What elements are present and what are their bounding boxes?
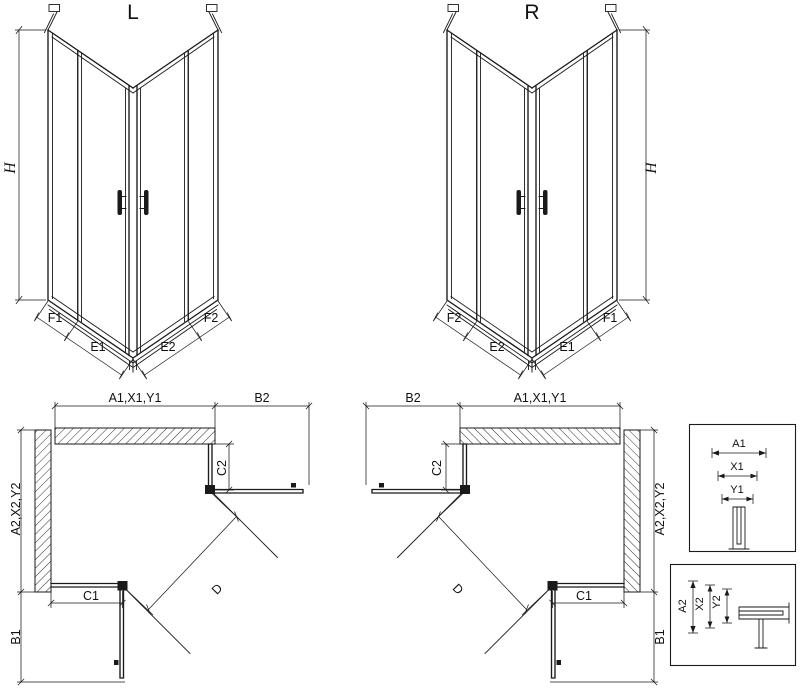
detail-label-y2: Y2: [711, 595, 723, 608]
dim-label-d: D: [450, 581, 466, 597]
dim-label-e2: E2: [160, 340, 175, 354]
dim-label-b2: B2: [405, 391, 420, 405]
detail-label-y1: Y1: [730, 484, 743, 496]
dim-label-b2: B2: [254, 391, 269, 405]
dim-label-b1: B1: [9, 629, 23, 644]
dim-label-f1: F1: [603, 311, 618, 325]
detail-arrow: [722, 496, 753, 502]
dim-label-a1x1y1: A1,X1,Y1: [109, 391, 162, 405]
dim-label-f1: F1: [48, 311, 63, 325]
dim-label-e1: E1: [90, 340, 105, 354]
dim-label-f2: F2: [447, 311, 462, 325]
dim-label-c2: C2: [430, 460, 444, 476]
dim-label-c2: C2: [215, 460, 229, 476]
enclosure-plan-art-mirrored: [362, 401, 659, 686]
dim-label-a2x2y2: A2,X2,Y2: [653, 483, 667, 536]
dim-label-h: H: [643, 162, 660, 175]
wall-profile-section: [728, 506, 750, 550]
detail-label-a2: A2: [677, 599, 689, 612]
dim-label-d: D: [209, 581, 225, 597]
detail-label-x2: X2: [694, 597, 706, 610]
dim-label-a2x2y2: A2,X2,Y2: [9, 483, 23, 536]
dim-label-b1: B1: [653, 629, 667, 644]
variant-label-l: L: [127, 1, 139, 24]
dim-label-f2: F2: [204, 311, 219, 325]
3d-view-left: L H F1 E1 E2 F2: [2, 1, 232, 379]
detail-box-vertical: A2 X2 Y2: [669, 563, 797, 667]
detail-box-border: [669, 563, 797, 667]
dim-label-h: H: [2, 162, 19, 175]
detail-label-x1: X1: [730, 461, 743, 473]
dim-label-e2: E2: [489, 340, 504, 354]
threshold-profile-section: [738, 602, 790, 649]
enclosure-3d-art-mirrored: [433, 5, 650, 380]
enclosure-plan-art: [16, 401, 313, 686]
detail-label-a1: A1: [732, 438, 745, 450]
dim-label-a1x1y1: A1,X1,Y1: [514, 391, 567, 405]
variant-label-r: R: [524, 1, 539, 24]
detail-box-border: [688, 423, 797, 553]
3d-view-right: R H F2 E2 E1 F1: [433, 1, 660, 379]
dim-label-c1: C1: [83, 589, 99, 603]
detail-box-horizontal: A1 X1 Y1: [688, 423, 797, 553]
dim-label-c1: C1: [576, 589, 592, 603]
dim-label-e1: E1: [559, 340, 574, 354]
plan-view-right: B2 A1,X1,Y1 C2 A2,X2,Y2 C1 B1 D: [362, 391, 667, 686]
plan-view-left: A1,X1,Y1 B2 C2 A2,X2,Y2 C1 B1 D: [9, 391, 313, 686]
